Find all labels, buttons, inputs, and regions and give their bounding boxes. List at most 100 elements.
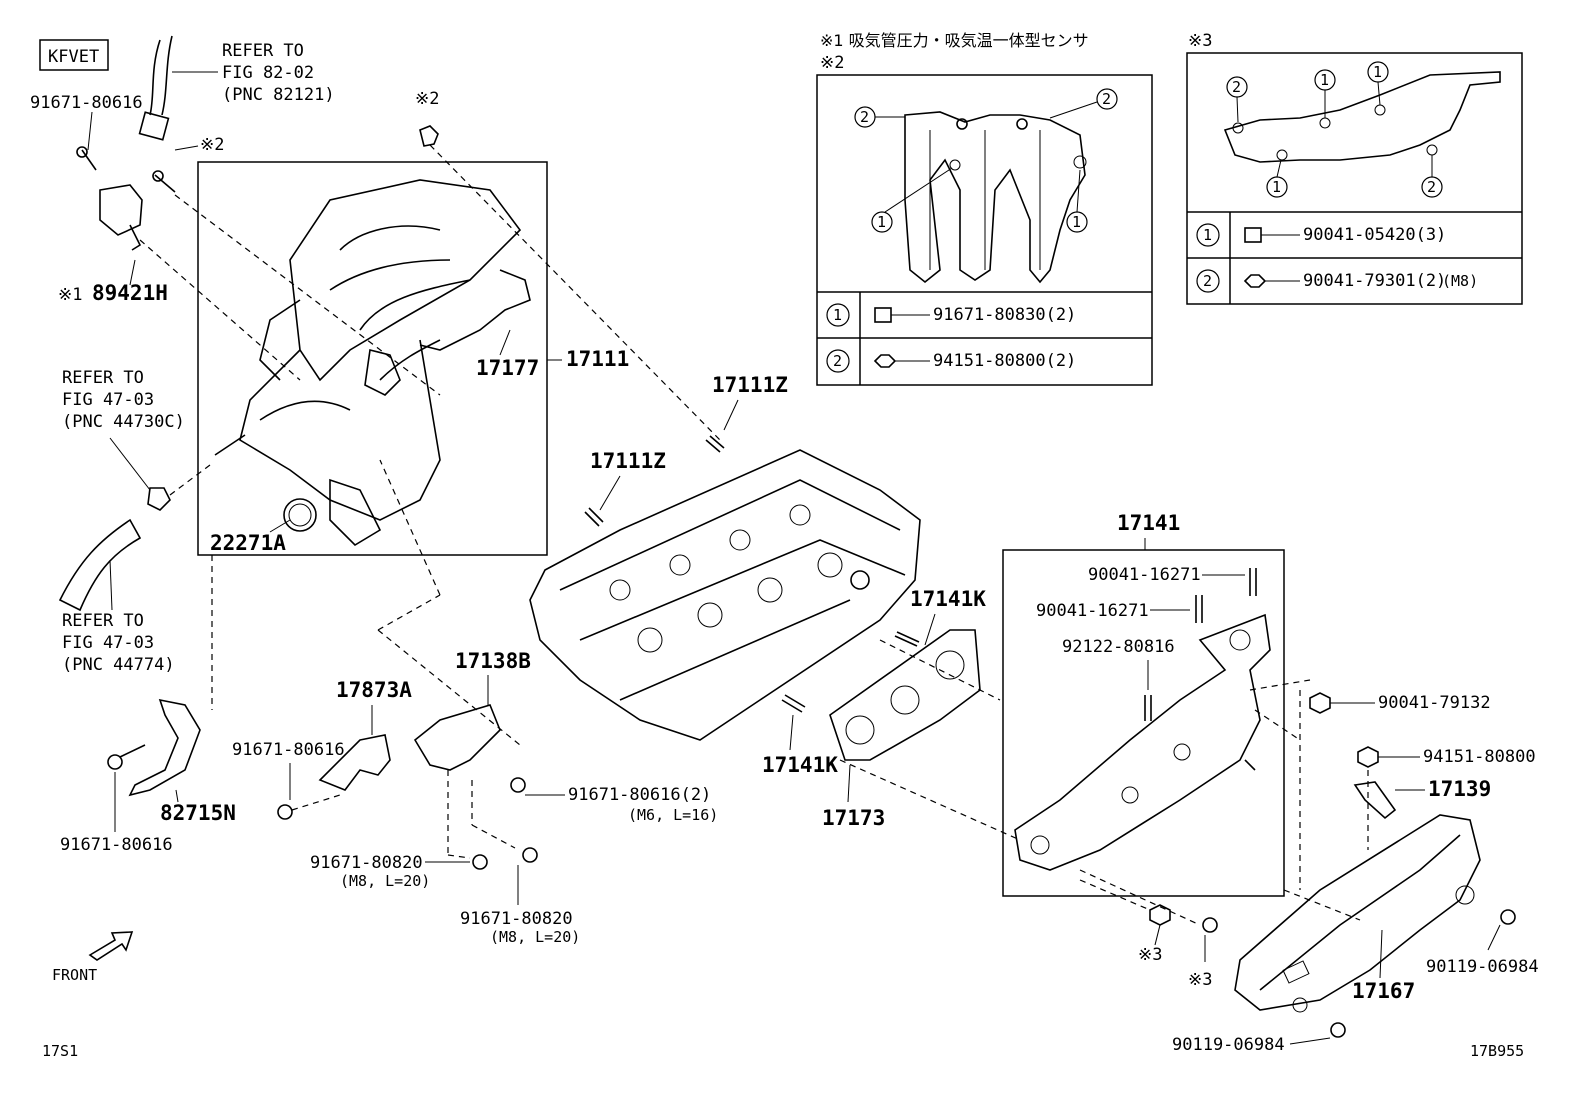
note2-table-title: ※2 (820, 53, 844, 73)
part-label-92122-80816[interactable]: 92122-80816 (1062, 637, 1175, 657)
bolt-icon (81, 149, 97, 171)
table3-row1-part[interactable]: 90041-05420(3) (1303, 225, 1446, 245)
cylinder-head-drawing (529, 449, 921, 741)
bracket-17139-icon (1353, 781, 1397, 820)
table3-callout-1: 2 (1232, 78, 1241, 96)
refer-clip-line1[interactable]: REFER TO (62, 368, 144, 388)
nut-icon (419, 125, 439, 147)
refer-hose-line1[interactable]: REFER TO (62, 611, 144, 631)
hose-clip-icon (147, 487, 171, 511)
heat-insulator-drawing (1234, 814, 1481, 1013)
gasket-ring-icon (283, 498, 317, 532)
part-label-90041-79132[interactable]: 90041-79132 (1378, 693, 1491, 713)
part-label-91671-80820-a[interactable]: 91671-80820 (310, 853, 423, 873)
part-label-90119-06984-b[interactable]: 90119-06984 (1172, 1035, 1285, 1055)
stud-icon-c (894, 631, 920, 647)
table3-row2-part[interactable]: 90041-79301(2) (1303, 271, 1446, 291)
part-label-17873a[interactable]: 17873A (336, 678, 412, 702)
refer-sensor-line3[interactable]: (PNC 82121) (222, 85, 335, 105)
note3-label-a: ※3 (1138, 945, 1162, 965)
part-label-91671-80616-2[interactable]: 91671-80616(2) (568, 785, 711, 805)
part-label-17111z-b[interactable]: 17111Z (590, 449, 666, 473)
stud-icon-f (1195, 595, 1203, 623)
table3-callout-3: 1 (1373, 63, 1382, 81)
table3-callout-4: 1 (1272, 178, 1281, 196)
stud-icon-b (584, 507, 604, 527)
part-label-17141[interactable]: 17141 (1117, 511, 1180, 535)
note2-label-b: ※2 (415, 89, 439, 109)
bolt-icon-table3 (1244, 227, 1262, 243)
note1-title: ※1 吸気管圧力・吸気温一体型センサ (820, 31, 1089, 50)
bolt-icon-2 (154, 174, 176, 193)
exhaust-gasket-icon (829, 629, 981, 761)
bracket-17873a-icon (318, 734, 391, 791)
table3-row2-key: 2 (1203, 272, 1212, 290)
bolt-icon-9 (1500, 909, 1516, 925)
part-label-91671-80820-b[interactable]: 91671-80820 (460, 909, 573, 929)
svg-text:1: 1 (877, 213, 886, 231)
svg-text:1: 1 (1072, 213, 1081, 231)
bolt-icon-table2 (874, 307, 892, 323)
bracket-17138b-icon (413, 704, 501, 771)
note3-label-b: ※3 (1188, 970, 1212, 990)
refer-sensor-line2[interactable]: FIG 82-02 (222, 63, 314, 83)
exhaust-manifold-drawing (1014, 613, 1271, 871)
part-label-91671-80820-b-spec: (M8, L=20) (490, 928, 580, 946)
note2-label-a: ※2 (200, 135, 224, 155)
note3-table-title: ※3 (1188, 31, 1212, 51)
heat-insulator-small-icon (1223, 71, 1501, 163)
bolt-icon-8 (1202, 917, 1218, 933)
front-arrow-icon (88, 931, 134, 961)
part-label-90041-16271-a[interactable]: 90041-16271 (1088, 565, 1201, 585)
nut-icon-3 (1357, 746, 1379, 768)
refer-hose-line2[interactable]: FIG 47-03 (62, 633, 154, 653)
part-label-17111z-a[interactable]: 17111Z (712, 373, 788, 397)
stud-icon-g (1144, 695, 1152, 721)
bolt-icon-4 (277, 804, 293, 820)
part-label-82715n[interactable]: 82715N (160, 801, 236, 825)
part-label-17139[interactable]: 17139 (1428, 777, 1491, 801)
table2-row1-key: 1 (833, 306, 842, 324)
part-label-17173[interactable]: 17173 (822, 806, 885, 830)
refer-clip-line3[interactable]: (PNC 44730C) (62, 412, 185, 432)
part-label-90041-16271-b[interactable]: 90041-16271 (1036, 601, 1149, 621)
part-label-17167[interactable]: 17167 (1352, 979, 1415, 1003)
part-label-17111[interactable]: 17111 (566, 347, 629, 371)
table2-row1-part[interactable]: 91671-80830(2) (933, 305, 1076, 325)
part-label-91671-80616-left[interactable]: 91671-80616 (232, 740, 345, 760)
part-label-91671-80616-2-spec: (M6, L=16) (628, 806, 718, 824)
part-label-17141k-b[interactable]: 17141K (762, 753, 838, 777)
table3-row2-extra: (M8) (1442, 272, 1478, 290)
nut-icon-4 (1149, 904, 1171, 926)
table2-row2-part[interactable]: 94151-80800(2) (933, 351, 1076, 371)
footer-right-code: 17B955 (1470, 1042, 1524, 1060)
engine-code-tag: KFVET (39, 39, 109, 71)
part-label-17138b[interactable]: 17138B (455, 649, 531, 673)
exhaust-manifold-box (1002, 549, 1285, 897)
stud-icon-a (705, 435, 725, 453)
table3-callout-2: 1 (1320, 71, 1329, 89)
sensor-wire-icon (149, 39, 161, 116)
part-label-91671-80616-top[interactable]: 91671-80616 (30, 93, 143, 113)
callout-2-b (1096, 88, 1118, 110)
part-label-89421h[interactable]: 89421H (92, 281, 168, 305)
part-label-94151-80800[interactable]: 94151-80800 (1423, 747, 1536, 767)
refer-sensor-line1[interactable]: REFER TO (222, 41, 304, 61)
part-label-17177[interactable]: 17177 (476, 356, 539, 380)
table3-row1-key: 1 (1203, 226, 1212, 244)
refer-clip-line2[interactable]: FIG 47-03 (62, 390, 154, 410)
part-label-91671-80616-bottom[interactable]: 91671-80616 (60, 835, 173, 855)
part-label-22271a[interactable]: 22271A (210, 531, 286, 555)
part-label-91671-80820-a-spec: (M8, L=20) (340, 872, 430, 890)
intake-manifold-drawing (214, 179, 531, 547)
bolt-icon-3 (107, 754, 123, 770)
table2-row2-key: 2 (833, 352, 842, 370)
nut-icon-table3 (1243, 274, 1267, 288)
bolt-icon-5 (510, 777, 526, 793)
refer-hose-line3[interactable]: (PNC 44774) (62, 655, 175, 675)
part-label-17141k-a[interactable]: 17141K (910, 587, 986, 611)
bolt-icon-7 (522, 847, 538, 863)
part-label-90119-06984-a[interactable]: 90119-06984 (1426, 957, 1539, 977)
